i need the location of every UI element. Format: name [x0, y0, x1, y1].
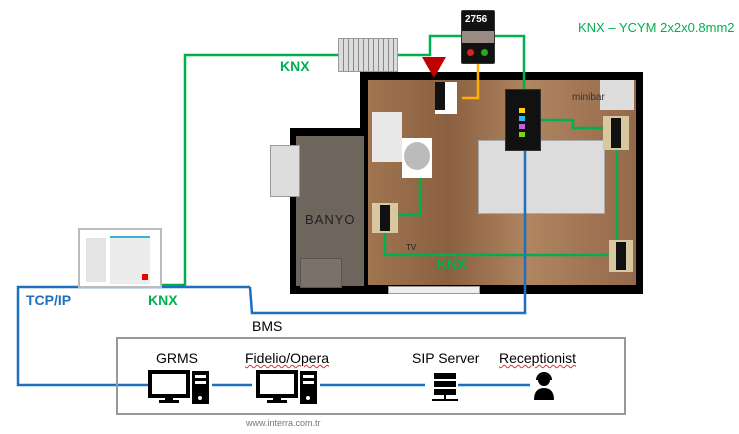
knx-line-switch1: [540, 118, 603, 130]
cable-legend: KNX – YCYM 2x2x0.8mm2: [578, 20, 735, 35]
knx-actuator: [338, 38, 398, 72]
knx-label-top: KNX: [280, 58, 310, 74]
knx-ip-gateway: [78, 228, 162, 288]
door-reader: [435, 82, 457, 114]
presence-sensor: [402, 138, 432, 178]
room-number: 2756: [465, 14, 488, 25]
thermostat-panel: [505, 89, 541, 151]
computer-icon: [148, 370, 209, 404]
grms-label: GRMS: [156, 350, 198, 366]
bms-line: [248, 150, 527, 315]
bms-label: BMS: [252, 318, 283, 334]
entry-marker-icon: [422, 57, 446, 78]
room-switch-bath: [372, 203, 398, 233]
knx-line-sensor: [398, 178, 422, 217]
doorbell-line: [462, 62, 480, 100]
knx-label-room: KNX: [437, 256, 467, 272]
room-switch-bed2: [609, 240, 633, 272]
server-icon: [432, 373, 458, 401]
fidelio-label: Fidelio/Opera: [245, 350, 330, 366]
keycard-panel: 2756: [461, 10, 495, 64]
room-switch-bed1: [603, 116, 629, 150]
tv-label: TV: [406, 243, 417, 252]
bathroom-label: BANYO: [305, 212, 356, 227]
computer-icon: [256, 370, 317, 404]
knx-line-gateway: [142, 53, 340, 287]
knx-line-thermostat: [493, 34, 526, 90]
knx-label-gateway: KNX: [148, 292, 178, 308]
minibar-label: minibar: [572, 92, 605, 103]
head-end-box: [116, 337, 626, 415]
receptionist-label: Receptionist: [499, 350, 577, 366]
knx-line-room: [383, 230, 610, 257]
footer-url: www.interra.com.tr: [246, 418, 321, 428]
knx-line-keycard: [395, 34, 462, 57]
receptionist-icon: [534, 372, 554, 400]
sip-server-label: SIP Server: [412, 350, 480, 366]
tcpip-label: TCP/IP: [26, 292, 72, 308]
